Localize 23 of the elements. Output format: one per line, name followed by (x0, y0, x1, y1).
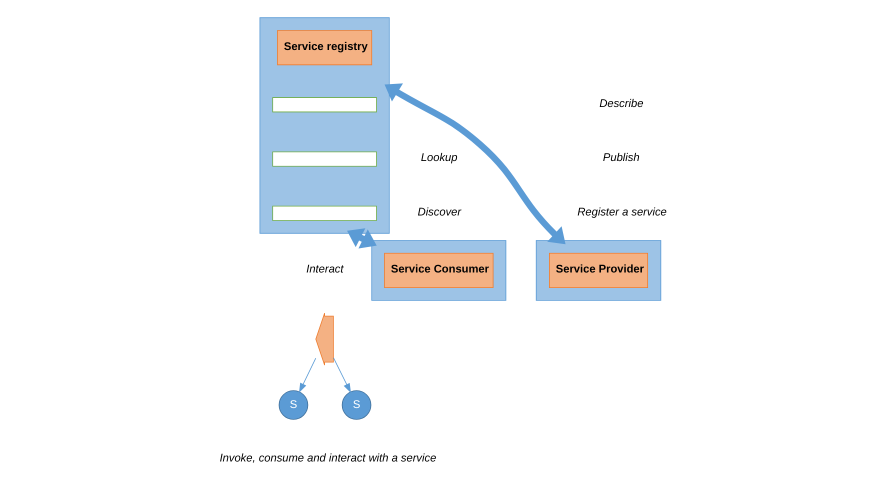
label: Lookup (420, 152, 457, 164)
node-circle: S (341, 390, 371, 420)
cluster (259, 17, 390, 234)
node-box: Service registry (276, 30, 372, 66)
arrow (298, 358, 316, 393)
label: Discover (417, 206, 461, 219)
node-circle: S (278, 390, 308, 420)
node-box (272, 97, 376, 112)
label: Register a service (576, 206, 666, 219)
label: Describe (598, 98, 643, 110)
cluster (535, 240, 661, 301)
arrow (384, 83, 566, 244)
cluster (370, 240, 506, 301)
node-box (272, 151, 376, 167)
label: Interact (306, 264, 343, 276)
node-box (272, 206, 376, 221)
label: Publish (602, 152, 640, 164)
arrow (346, 228, 376, 248)
node-arc (314, 312, 334, 366)
node-box: Service Consumer (384, 252, 493, 288)
node-box: Service Provider (548, 252, 648, 288)
arrow (332, 357, 350, 393)
label: Invoke, consume and interact with a service (219, 452, 436, 464)
